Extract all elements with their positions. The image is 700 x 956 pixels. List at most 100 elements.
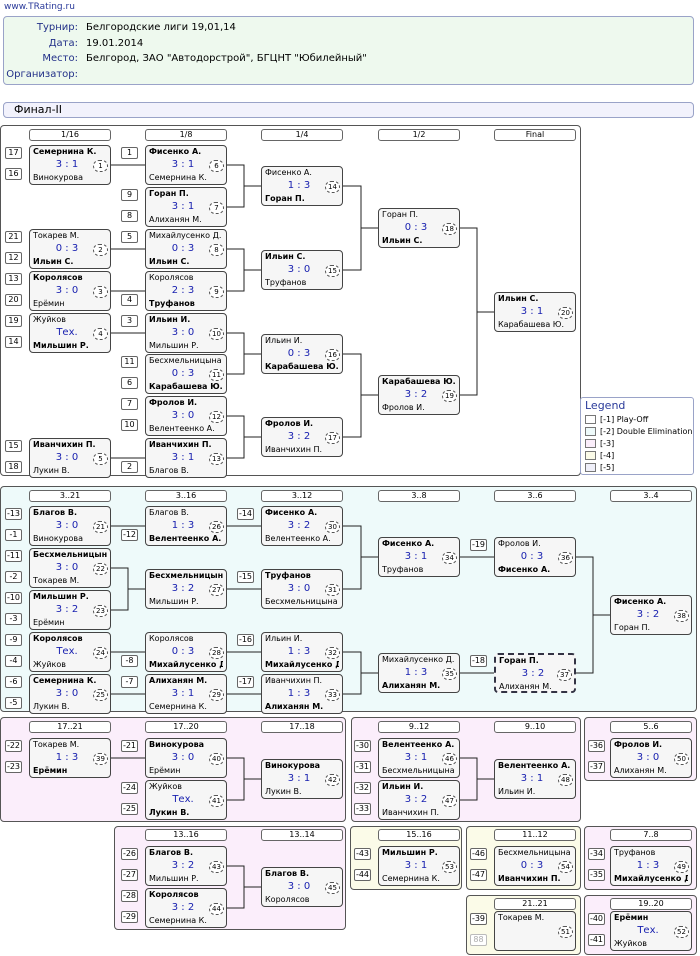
match-score: 0 : 3 [287,348,311,359]
bracket-connector [343,394,378,438]
round-label: 11..12 [494,829,576,841]
player-bottom: Мильшин Р. [149,341,199,350]
player-bottom: Михайлусенко Д. [614,874,688,883]
match-number-badge: 11 [209,369,224,381]
seed-box: -32 [354,782,371,794]
seed-box: -21 [121,740,138,752]
player-bottom: Ерёмин [33,766,68,775]
bracket-connector [227,269,261,292]
match-number-badge: 29 [209,689,224,701]
seed-box: 18 [5,461,22,473]
seed-box: 9 [121,189,138,201]
bracket-connector [460,311,494,396]
match-score: 3 : 1 [171,201,195,212]
seed-box: 5 [121,231,138,243]
match-number-badge: 43 [209,861,224,873]
legend-swatch [585,463,596,472]
seed-box: 14 [5,336,22,348]
player-top: Королясов [149,890,199,899]
seed-box: -23 [5,761,22,773]
match-number-badge: 33 [325,689,340,701]
match-score: 3 : 0 [55,285,79,296]
match-box[interactable]: Токарев М.51 [494,911,576,951]
player-top: Семернина К. [33,676,97,685]
player-bottom: Горан П. [614,623,651,632]
player-bottom: Токарев М. [33,576,80,585]
organizer-label: Организатор: [6,69,78,80]
bracket-connector [227,185,261,208]
match-number-badge: 9 [209,286,224,298]
seed-box: 4 [121,294,138,306]
site-link[interactable]: www.TRating.ru [4,2,75,12]
seed-box: 3 [121,315,138,327]
player-top: Фролов И. [614,740,663,749]
match-score: 3 : 0 [55,520,79,531]
seed-box: 11 [121,356,138,368]
player-bottom: Труфанов [149,299,195,308]
match-number-badge: 10 [209,328,224,340]
match-score: 3 : 2 [404,794,428,805]
match-number-badge: 46 [442,753,457,765]
seed-box: -22 [5,740,22,752]
match-score: 1 : 3 [287,688,311,699]
match-number-badge: 31 [325,584,340,596]
seed-box: -24 [121,782,138,794]
match-score: 3 : 0 [287,583,311,594]
match-score: 3 : 1 [404,860,428,871]
match-score: 3 : 2 [636,609,660,620]
